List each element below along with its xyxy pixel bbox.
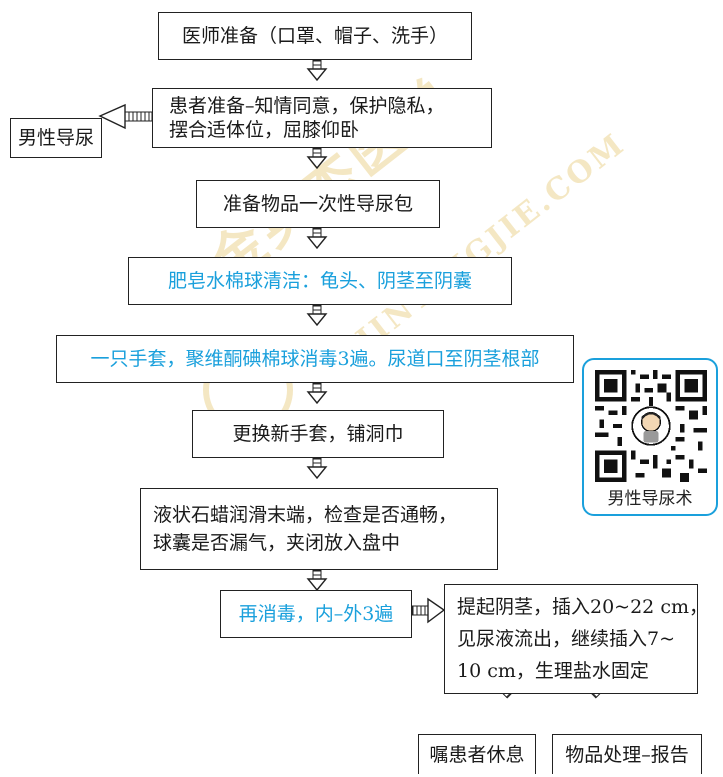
step-item-disposal: 物品处理–报告: [552, 734, 702, 774]
qr-caption: 男性导尿术: [607, 489, 693, 509]
step-iodine-disinfection-text: 一只手套，聚维酮碘棉球消毒3遍。尿道口至阴茎根部: [90, 348, 540, 370]
step-iodine-disinfection: 一只手套，聚维酮碘棉球消毒3遍。尿道口至阴茎根部: [56, 335, 574, 383]
step-prepare-kit: 准备物品一次性导尿包: [196, 180, 440, 228]
qr-code-icon[interactable]: [594, 370, 708, 482]
step-change-gloves: 更换新手套，铺洞巾: [192, 410, 444, 458]
step-item-disposal-text: 物品处理–报告: [565, 743, 689, 766]
arrow-down-4: [307, 304, 327, 326]
step-prepare-kit-text: 准备物品一次性导尿包: [222, 193, 413, 215]
step-insert-catheter-line3: 10 cm，生理盐水固定: [457, 660, 649, 682]
arrow-right: [411, 597, 446, 624]
step-redisinfect: 再消毒，内–外3遍: [220, 590, 412, 638]
step-patient-prep-line1: 患者准备–知情同意，保护隐私，: [169, 95, 445, 117]
step-lubricate-check-line2: 球囊是否漏气，夹闭放入盘中: [153, 532, 401, 554]
arrow-down-1: [307, 59, 327, 81]
step-patient-rest-text: 嘱患者休息: [429, 743, 525, 766]
arrow-down-3: [307, 227, 327, 249]
step-doctor-prep-text: 医师准备（口罩、帽子、洗手）: [181, 25, 448, 47]
arrow-left: [98, 103, 153, 130]
arrow-down-6: [307, 457, 327, 479]
step-soap-cleaning-text: 肥皂水棉球清洁：龟头、阴茎至阴囊: [167, 270, 472, 292]
step-insert-catheter-line2: 见尿液流出，继续插入7~: [457, 628, 676, 650]
side-male-catheterization: 男性导尿: [10, 118, 102, 158]
step-lubricate-check-line1: 液状石蜡润滑末端，检查是否通畅，: [153, 504, 458, 526]
qr-card[interactable]: 男性导尿术: [582, 358, 718, 516]
step-soap-cleaning: 肥皂水棉球清洁：龟头、阴茎至阴囊: [128, 257, 512, 305]
side-male-catheterization-text: 男性导尿: [18, 127, 95, 149]
arrow-down-2: [307, 147, 327, 169]
arrow-down-5: [307, 382, 327, 404]
step-insert-catheter: 提起阴茎，插入20~22 cm， 见尿液流出，继续插入7~ 10 cm，生理盐水…: [444, 584, 708, 694]
step-insert-catheter-line1: 提起阴茎，插入20~22 cm，: [457, 596, 708, 618]
step-patient-prep: 患者准备–知情同意，保护隐私， 摆合适体位，屈膝仰卧: [152, 88, 492, 148]
step-change-gloves-text: 更换新手套，铺洞巾: [232, 423, 404, 445]
step-redisinfect-text: 再消毒，内–外3遍: [238, 603, 394, 625]
step-doctor-prep: 医师准备（口罩、帽子、洗手）: [158, 12, 472, 60]
arrow-down-7: [307, 569, 327, 591]
step-patient-rest: 嘱患者休息: [418, 734, 536, 774]
step-lubricate-check: 液状石蜡润滑末端，检查是否通畅， 球囊是否漏气，夹闭放入盘中: [140, 488, 498, 570]
step-patient-prep-line2: 摆合适体位，屈膝仰卧: [169, 119, 360, 141]
